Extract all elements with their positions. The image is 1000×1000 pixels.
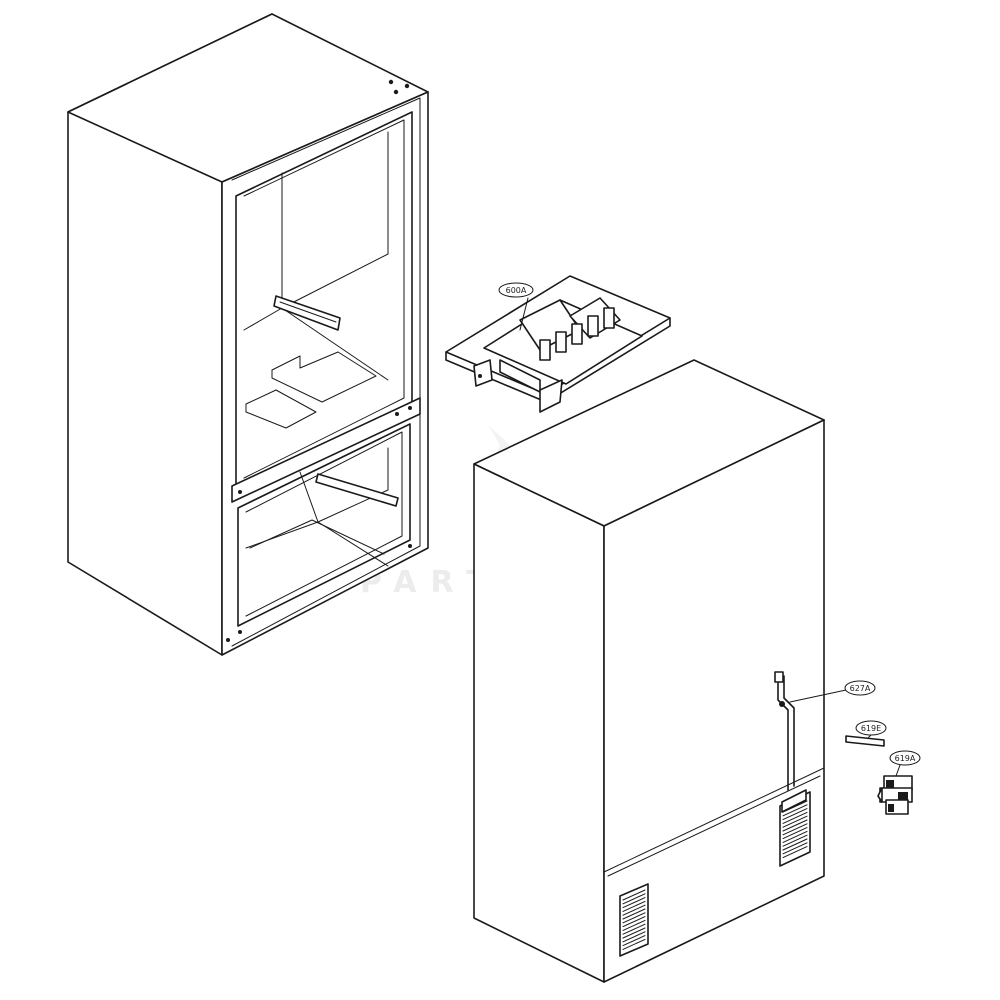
vent-slat bbox=[622, 912, 646, 924]
refrigerator-cabinet-front bbox=[67, 13, 429, 656]
vent-slat bbox=[782, 815, 808, 828]
vent-slat bbox=[622, 931, 646, 943]
water-valve-part: 619A bbox=[877, 750, 921, 815]
vent-slat bbox=[622, 889, 646, 901]
ice-maker-assembly: 600A bbox=[445, 275, 671, 413]
lower-shelf-rail bbox=[315, 473, 399, 507]
vent-slat bbox=[782, 846, 808, 859]
callout-label-619e: 619E bbox=[861, 724, 881, 733]
callout-600a bbox=[498, 282, 534, 298]
vent-slat bbox=[782, 838, 808, 851]
vent-slat bbox=[622, 938, 646, 950]
water-tube bbox=[774, 671, 795, 791]
vent-slat bbox=[622, 904, 646, 916]
vent-slat bbox=[622, 916, 646, 928]
cabinet-back-side-panel bbox=[473, 463, 605, 983]
rear-vent-grille bbox=[779, 791, 811, 867]
lower-compartment-opening bbox=[237, 423, 411, 627]
vent-slat bbox=[782, 842, 808, 855]
vent-slat bbox=[622, 893, 646, 905]
vent-slat bbox=[782, 819, 808, 832]
vent-slat bbox=[782, 811, 808, 824]
callout-627a bbox=[844, 680, 876, 696]
vent-slat bbox=[782, 827, 808, 840]
vent-slat bbox=[622, 935, 646, 947]
vent-slat bbox=[622, 900, 646, 912]
upper-shelf-rail bbox=[273, 295, 341, 331]
vent-slat bbox=[782, 823, 808, 836]
vent-slat bbox=[622, 927, 646, 939]
cabinet-back-panel bbox=[603, 419, 825, 983]
refrigerator-cabinet-back: 627A bbox=[473, 359, 876, 983]
vent-slat bbox=[782, 830, 808, 843]
clamp-bar bbox=[845, 735, 885, 747]
callout-label-600a: 600A bbox=[506, 286, 527, 295]
vent-slat bbox=[622, 923, 646, 935]
side-vent-grille bbox=[619, 883, 649, 957]
vent-slat bbox=[622, 908, 646, 920]
clamp-part: 619E bbox=[845, 720, 887, 747]
vent-slat bbox=[782, 804, 808, 817]
compartment-divider bbox=[231, 397, 421, 503]
callout-619a bbox=[889, 750, 921, 766]
vent-slat bbox=[782, 808, 808, 821]
vent-slat bbox=[622, 897, 646, 909]
vent-slat bbox=[782, 834, 808, 847]
callout-label-619a: 619A bbox=[895, 754, 916, 763]
water-valve bbox=[877, 775, 913, 815]
vent-slat bbox=[622, 919, 646, 931]
callout-label-627a: 627A bbox=[850, 684, 871, 693]
